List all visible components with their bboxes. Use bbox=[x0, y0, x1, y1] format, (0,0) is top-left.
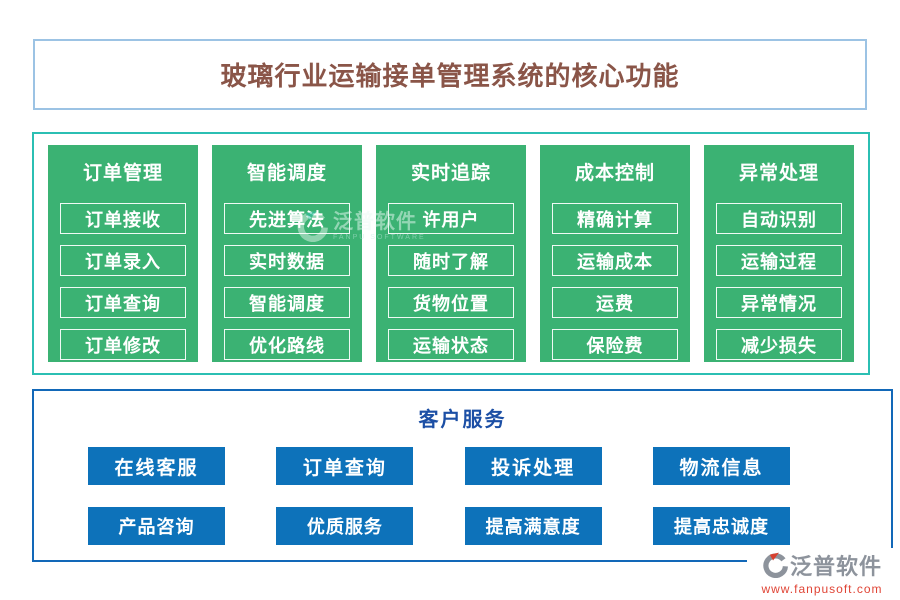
feature-item: 精确计算 bbox=[552, 203, 678, 234]
feature-item: 订单录入 bbox=[60, 245, 186, 276]
feature-item: 货物位置 bbox=[388, 287, 514, 318]
feature-column-header: 成本控制 bbox=[574, 163, 655, 184]
brand-watermark: 泛普软件 www.fanpusoft.com bbox=[747, 548, 897, 596]
feature-column-smart-dispatch: 智能调度 先进算法 实时数据 智能调度 优化路线 bbox=[212, 145, 362, 362]
feature-item: 订单修改 bbox=[60, 329, 186, 360]
service-button-logistics-info: 物流信息 bbox=[652, 447, 790, 485]
fanpu-logo-icon bbox=[763, 552, 788, 578]
watermark-brand-text: 泛普软件 bbox=[789, 554, 882, 579]
watermark-url-text: www.fanpusoft.com bbox=[761, 582, 883, 596]
feature-item: 随时了解 bbox=[388, 245, 514, 276]
feature-item: 先进算法 bbox=[224, 203, 350, 234]
feature-item: 优化路线 bbox=[224, 329, 350, 360]
feature-item: 减少损失 bbox=[716, 329, 842, 360]
feature-column-header: 实时追踪 bbox=[410, 163, 491, 184]
feature-item: 运输状态 bbox=[388, 329, 514, 360]
feature-column-exception-handling: 异常处理 自动识别 运输过程 异常情况 减少损失 bbox=[704, 145, 854, 362]
feature-item: 智能调度 bbox=[224, 287, 350, 318]
customer-service-panel: 客户服务 在线客服 订单查询 投诉处理 物流信息 产品咨询 优质服务 提高满意度… bbox=[32, 389, 893, 562]
feature-column-header: 异常处理 bbox=[738, 163, 819, 184]
feature-item: 异常情况 bbox=[716, 287, 842, 318]
feature-item: 运输过程 bbox=[716, 245, 842, 276]
service-button-improve-loyalty: 提高忠诚度 bbox=[652, 507, 790, 545]
service-button-order-query: 订单查询 bbox=[276, 447, 414, 485]
feature-column-header: 订单管理 bbox=[82, 163, 163, 184]
service-row: 产品咨询 优质服务 提高满意度 提高忠诚度 bbox=[34, 507, 891, 545]
feature-item: 运费 bbox=[552, 287, 678, 318]
feature-column-header: 智能调度 bbox=[246, 163, 327, 184]
feature-item: 订单接收 bbox=[60, 203, 186, 234]
service-button-online-support: 在线客服 bbox=[88, 447, 225, 485]
service-button-product-consult: 产品咨询 bbox=[88, 507, 225, 545]
service-button-quality-service: 优质服务 bbox=[276, 507, 414, 545]
feature-item: 实时数据 bbox=[224, 245, 350, 276]
customer-service-title: 客户服务 bbox=[418, 409, 507, 431]
service-button-improve-satisfaction: 提高满意度 bbox=[464, 507, 602, 545]
feature-item: 运输成本 bbox=[552, 245, 678, 276]
feature-item: 保险费 bbox=[552, 329, 678, 360]
features-panel: 订单管理 订单接收 订单录入 订单查询 订单修改 智能调度 先进算法 实时数据 … bbox=[32, 132, 870, 375]
title-panel: 玻璃行业运输接单管理系统的核心功能 bbox=[33, 39, 867, 110]
feature-item: 订单查询 bbox=[60, 287, 186, 318]
feature-item: 许用户 bbox=[388, 203, 514, 234]
feature-column-realtime-tracking: 实时追踪 许用户 随时了解 货物位置 运输状态 bbox=[376, 145, 526, 362]
page-title: 玻璃行业运输接单管理系统的核心功能 bbox=[220, 61, 680, 91]
feature-item: 自动识别 bbox=[716, 203, 842, 234]
service-button-complaint-handling: 投诉处理 bbox=[464, 447, 602, 485]
feature-column-cost-control: 成本控制 精确计算 运输成本 运费 保险费 bbox=[540, 145, 690, 362]
service-row: 在线客服 订单查询 投诉处理 物流信息 bbox=[34, 447, 891, 485]
feature-column-order-management: 订单管理 订单接收 订单录入 订单查询 订单修改 bbox=[48, 145, 198, 362]
